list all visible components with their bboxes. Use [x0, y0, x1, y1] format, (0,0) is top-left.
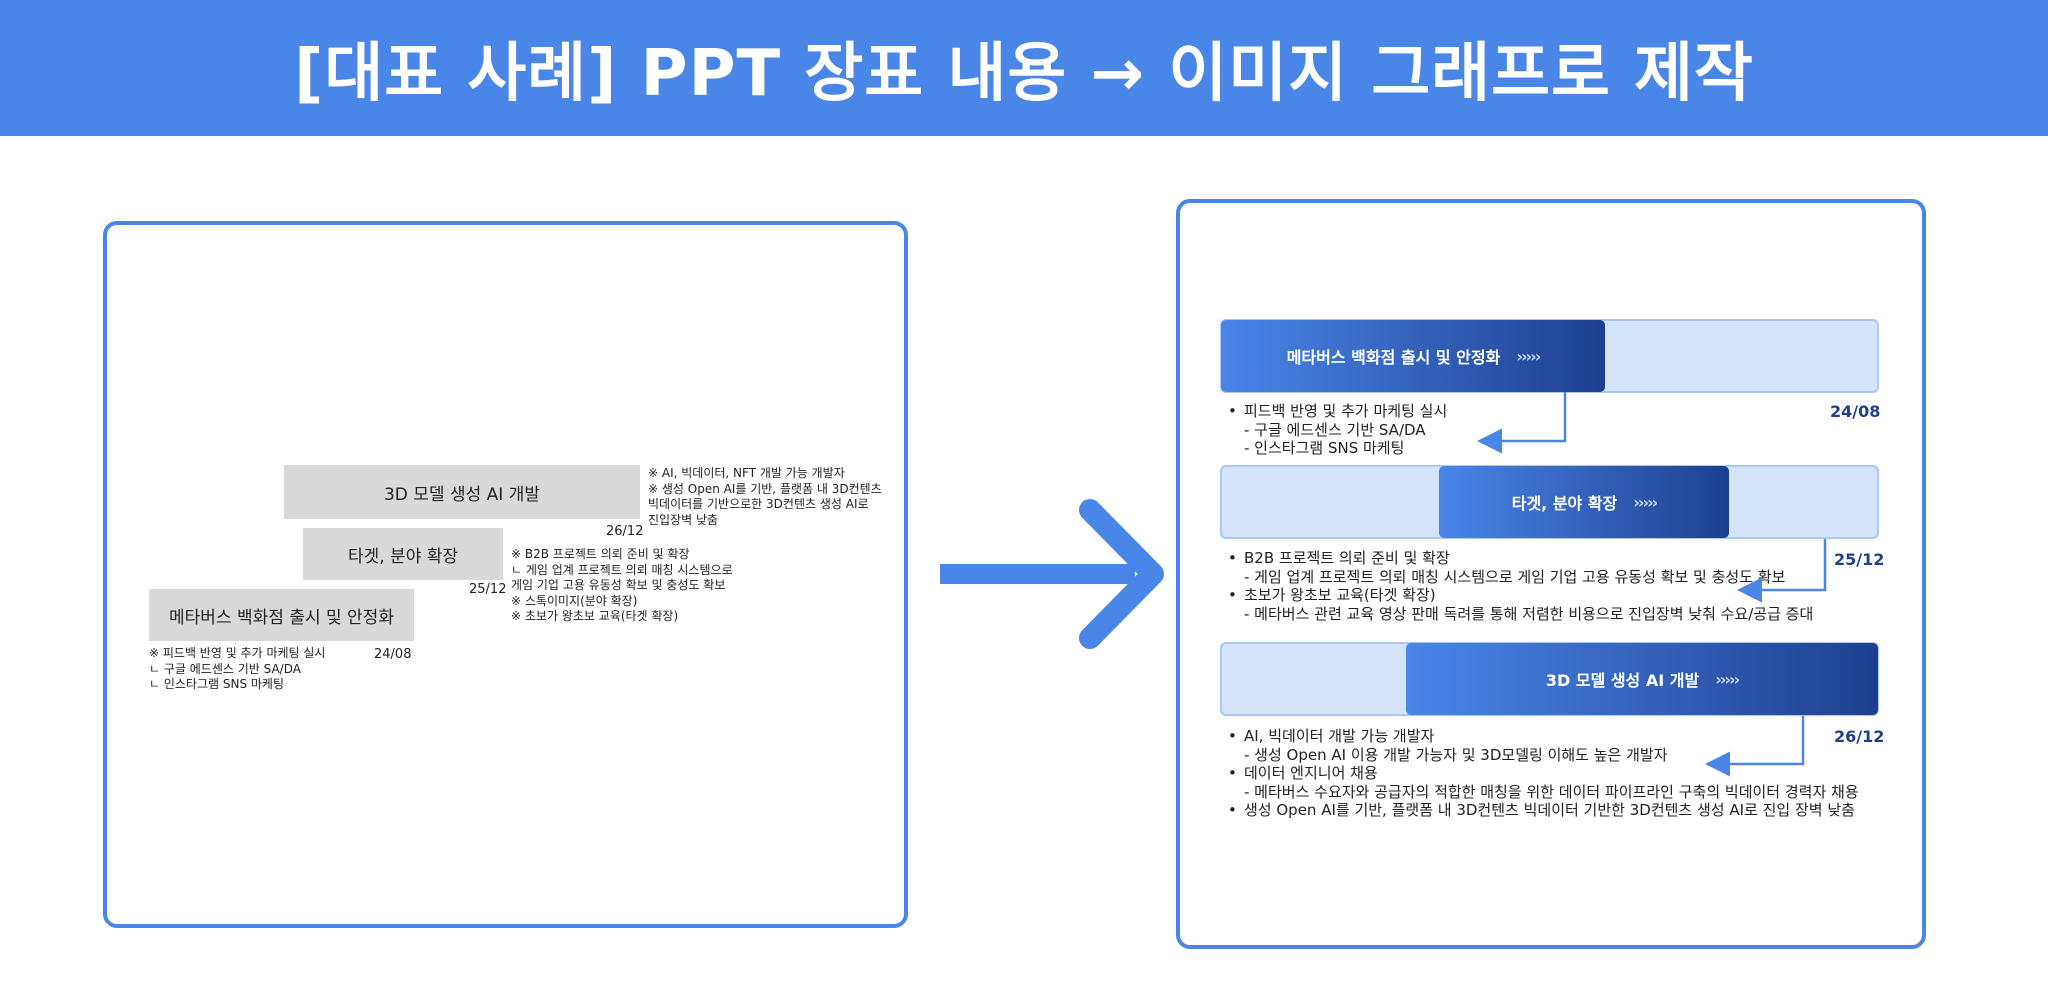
before-box-meta: 메타버스 백화점 출시 및 안정화	[149, 589, 414, 641]
stage-items-ai: •AI, 빅데이터 개발 가능 개발자 - 생성 Open AI 이용 개발 가…	[1228, 727, 1859, 820]
before-box-target-label: 타겟, 분야 확장	[347, 546, 459, 567]
connector-arrow-1	[1477, 392, 1567, 454]
stage-items-metaverse: •피드백 반영 및 추가 마케팅 실시 - 구글 에드센스 기반 SA/DA -…	[1228, 402, 1447, 458]
stage-label: 타겟, 분야 확장	[1511, 494, 1618, 513]
stage-bar-metaverse: 메타버스 백화점 출시 및 안정화 ›››››	[1221, 320, 1605, 392]
before-notes-meta: ※ 피드백 반영 및 추가 마케팅 실시 ㄴ 구글 에드센스 기반 SA/DA …	[149, 646, 325, 693]
before-date-2612: 26/12	[606, 524, 644, 539]
before-box-ai: 3D 모델 생성 AI 개발	[284, 465, 640, 519]
stage-date-2612: 26/12	[1834, 727, 1885, 746]
before-note-line: ※ AI, 빅데이터, NFT 개발 가능 개발자	[648, 466, 845, 480]
before-note-line: ㄴ 인스타그램 SNS 마케팅	[149, 677, 285, 691]
connector-arrow-3	[1705, 716, 1805, 777]
list-item: - 게임 업계 프로젝트 의뢰 매칭 시스템으로 게임 기업 고용 유동성 확보…	[1244, 567, 1786, 586]
before-note-line: 빅데이터를 기반으로한 3D컨텐츠 생성 AI로	[648, 497, 869, 511]
chevrons-icon: ›››››	[1715, 669, 1740, 689]
list-item: •생성 Open AI를 기반, 플랫폼 내 3D컨텐츠 빅데이터 기반한 3D…	[1228, 801, 1855, 819]
list-item: •AI, 빅데이터 개발 가능 개발자	[1228, 727, 1435, 745]
stage-label: 메타버스 백화점 출시 및 안정화	[1286, 348, 1501, 367]
before-date-2408: 24/08	[374, 647, 412, 662]
chevrons-icon: ›››››	[1516, 346, 1541, 366]
before-note-line: ㄴ 구글 에드센스 기반 SA/DA	[149, 661, 301, 676]
list-item: - 인스타그램 SNS 마케팅	[1244, 439, 1405, 457]
before-note-line: ※ 초보가 왕초보 교육(타겟 확장)	[511, 609, 679, 623]
connector-arrow-2	[1737, 539, 1827, 603]
stage-label: 3D 모델 생성 AI 개발	[1545, 671, 1700, 690]
stage-bar-target: 타겟, 분야 확장 ›››››	[1439, 466, 1729, 538]
before-notes-target: ※ B2B 프로젝트 의뢰 준비 및 확장 ㄴ 게임 업계 프로젝트 의뢰 매칭…	[511, 547, 733, 625]
title-banner: [대표 사례] PPT 장표 내용 → 이미지 그래프로 제작	[0, 0, 2048, 136]
list-item: - 메타버스 관련 교육 영상 판매 독려를 통해 저렴한 비용으로 진입장벽 …	[1244, 604, 1814, 623]
before-date-2512: 25/12	[469, 582, 507, 597]
before-note-line: 게임 기업 고용 유동성 확보 및 충성도 확보	[511, 578, 726, 592]
list-item: •B2B 프로젝트 의뢰 준비 및 확장	[1228, 549, 1450, 567]
chevrons-icon: ›››››	[1633, 492, 1658, 512]
transform-arrow-icon	[940, 499, 1164, 649]
list-item: •초보가 왕초보 교육(타겟 확장)	[1228, 586, 1436, 604]
list-item: - 구글 에드센스 기반 SA/DA	[1244, 420, 1426, 439]
before-note-line: ※ 피드백 반영 및 추가 마케팅 실시	[149, 646, 326, 660]
stage-date-2408: 24/08	[1830, 402, 1881, 421]
before-box-target: 타겟, 분야 확장	[303, 528, 503, 580]
list-item: •피드백 반영 및 추가 마케팅 실시	[1228, 402, 1448, 420]
stage-date-2512: 25/12	[1834, 550, 1885, 569]
before-note-line: 진입장벽 낮춤	[648, 512, 719, 527]
before-box-ai-label: 3D 모델 생성 AI 개발	[383, 484, 540, 505]
list-item: •데이터 엔지니어 채용	[1228, 764, 1378, 782]
list-item: - 메타버스 수요자와 공급자의 적합한 매칭을 위한 데이터 파이프라인 구축…	[1244, 782, 1859, 801]
before-note-line: ※ 생성 Open AI를 기반, 플랫폼 내 3D컨텐츠	[648, 481, 882, 496]
before-panel	[103, 221, 908, 928]
before-notes-ai: ※ AI, 빅데이터, NFT 개발 가능 개발자 ※ 생성 Open AI를 …	[648, 466, 882, 528]
before-note-line: ※ B2B 프로젝트 의뢰 준비 및 확장	[511, 547, 690, 561]
stage-items-target: •B2B 프로젝트 의뢰 준비 및 확장 - 게임 업계 프로젝트 의뢰 매칭 …	[1228, 549, 1813, 623]
list-item: - 생성 Open AI 이용 개발 가능자 및 3D모델링 이해도 높은 개발…	[1244, 745, 1668, 764]
before-note-line: ㄴ 게임 업계 프로젝트 의뢰 매칭 시스템으로	[511, 562, 733, 577]
page-title: [대표 사례] PPT 장표 내용 → 이미지 그래프로 제작	[294, 37, 1754, 111]
before-box-meta-label: 메타버스 백화점 출시 및 안정화	[169, 607, 394, 628]
before-note-line: ※ 스톡이미지(분야 확장)	[511, 593, 638, 608]
stage-bar-ai: 3D 모델 생성 AI 개발 ›››››	[1406, 643, 1878, 715]
